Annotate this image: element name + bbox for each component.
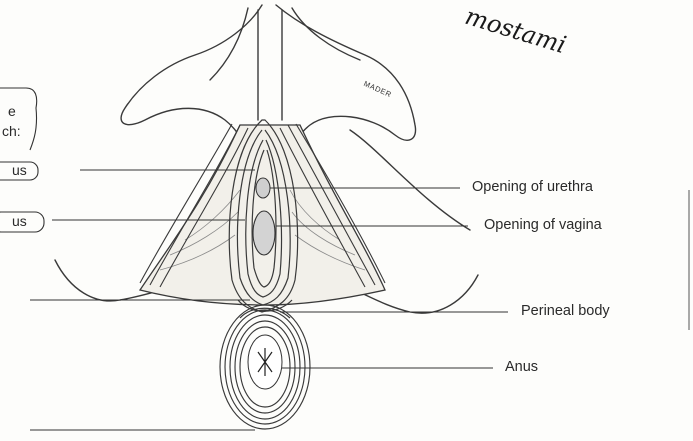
left-fragment-box2: us xyxy=(12,213,27,229)
left-fragment-line1: e xyxy=(8,103,16,119)
label-opening-of-vagina: Opening of vagina xyxy=(484,217,602,233)
ramus-right-upper xyxy=(350,130,470,230)
pelvic-outline-left-inner xyxy=(210,8,248,80)
left-label-bracket xyxy=(0,88,37,150)
pelvic-outline-right-inner xyxy=(292,8,360,60)
vaginal-opening xyxy=(253,211,275,255)
pubic-symphysis xyxy=(258,10,282,120)
label-opening-of-urethra: Opening of urethra xyxy=(472,179,593,195)
label-perineal-body: Perineal body xyxy=(521,303,610,319)
urethral-opening xyxy=(256,178,270,198)
left-fragment-line2: ch: xyxy=(2,123,21,139)
label-anus: Anus xyxy=(505,359,538,375)
left-fragment-box1: us xyxy=(12,162,27,178)
